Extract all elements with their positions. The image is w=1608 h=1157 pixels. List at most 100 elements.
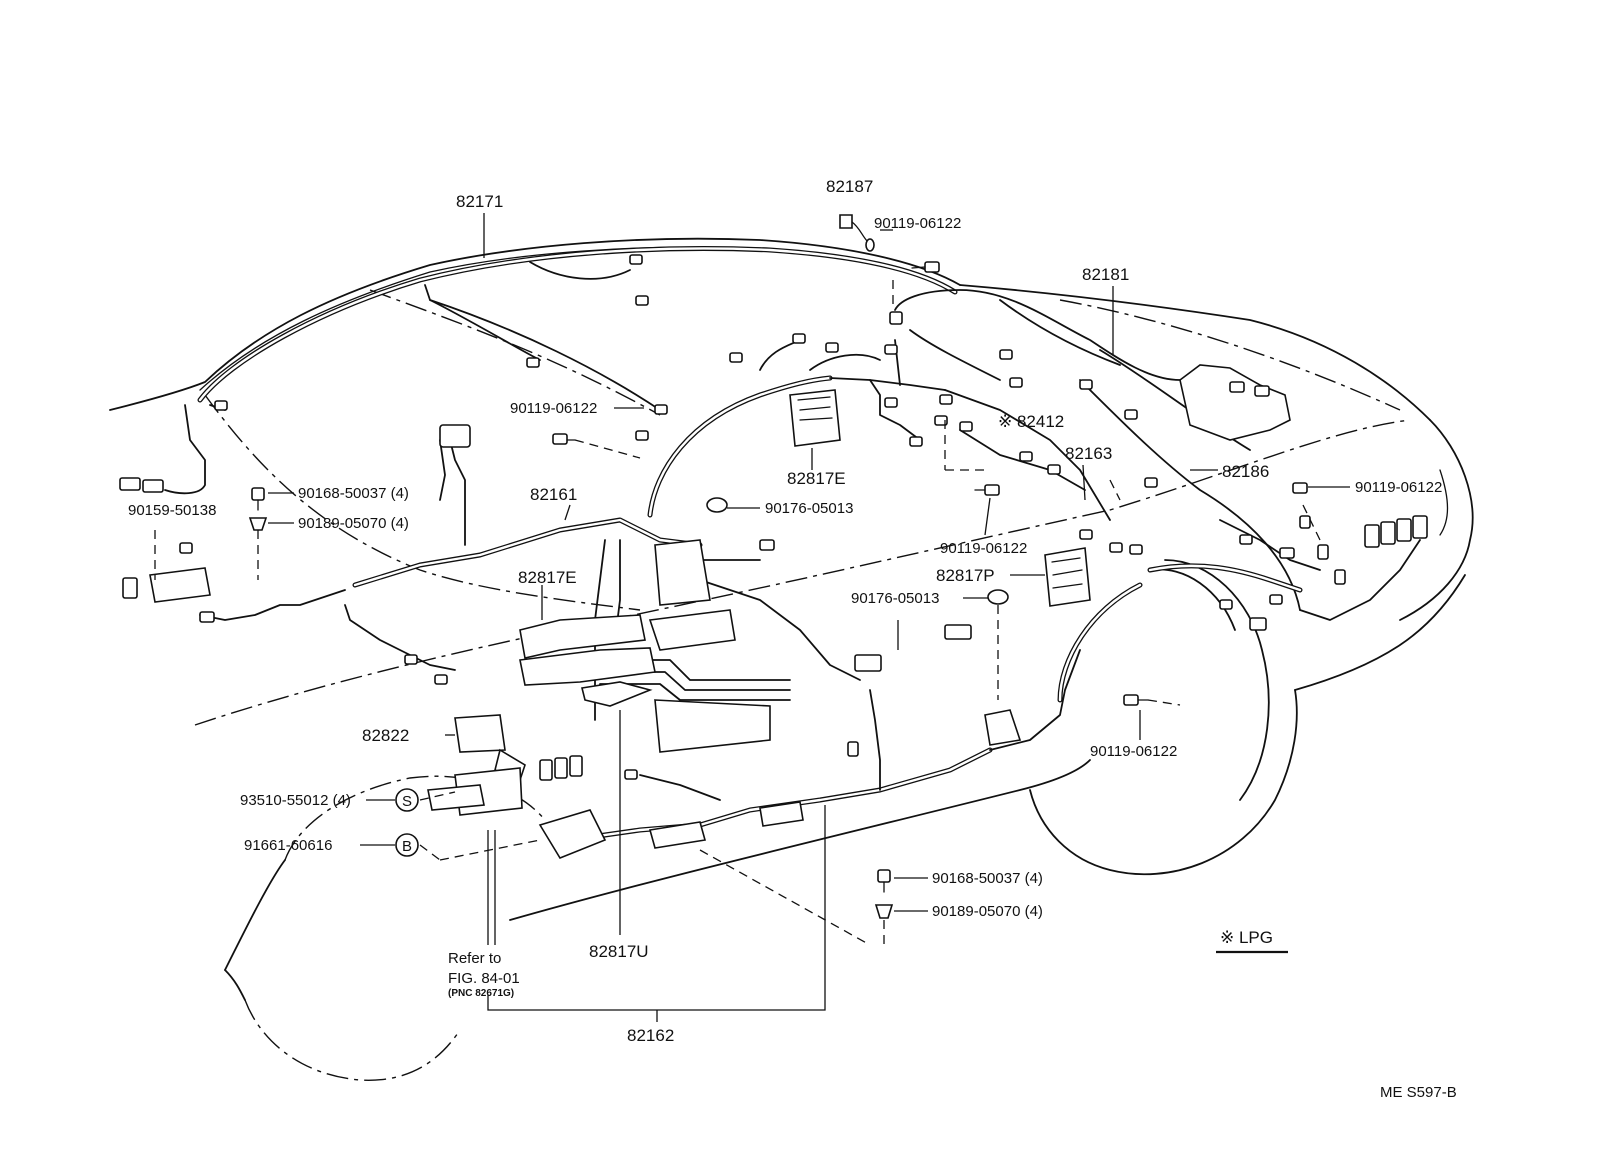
- label-82817e-mid: 82817E: [518, 568, 577, 587]
- connector-icon: [944, 624, 972, 640]
- connector-icon: [825, 342, 839, 353]
- sill-junction: [984, 709, 1022, 746]
- label-90119-top: 90119-06122: [874, 215, 961, 232]
- circle-b-marker: [395, 833, 419, 857]
- connector-icon: [119, 477, 141, 491]
- label-90119-center: 90119-06122: [940, 540, 1027, 557]
- circle-b-label: B: [402, 838, 412, 855]
- clip-icon: [839, 214, 875, 252]
- ecu-82817p: [1044, 547, 1091, 607]
- circle-s-label: S: [402, 793, 412, 810]
- reference-line-3: (PNC 82671G): [448, 988, 514, 999]
- reference-line-2: FIG. 84-01: [448, 970, 520, 987]
- label-90189-bottom: 90189-05070 (4): [932, 903, 1043, 920]
- connector-icon: [1079, 379, 1093, 390]
- connector-icon: [1019, 451, 1033, 462]
- junction-82822: [454, 714, 506, 753]
- label-82171: 82171: [456, 192, 503, 211]
- connector-icon: [635, 430, 649, 441]
- connector-icon: [884, 397, 898, 408]
- connector-icon: [1239, 534, 1253, 545]
- connector-icon: [569, 755, 583, 777]
- connector-icon: [1299, 515, 1311, 529]
- connector-icon: [214, 400, 228, 411]
- label-90119-mid: 90119-06122: [510, 400, 597, 417]
- connector-icon: [729, 352, 743, 363]
- label-82822: 82822: [362, 726, 409, 745]
- label-90176-b: 90176-05013: [851, 590, 939, 607]
- connector-icon: [999, 349, 1013, 360]
- connector-icon: [1144, 477, 1158, 488]
- part-labels: 82171 82187 90119-06122 82181 90119-0612…: [128, 177, 1442, 1045]
- label-90119-right: 90119-06122: [1355, 479, 1442, 496]
- connector-icon: [889, 311, 903, 325]
- reference-note: Refer to FIG. 84-01 (PNC 82671G): [448, 950, 520, 999]
- floor-bracket: [581, 681, 653, 707]
- connector-icon: [1079, 529, 1093, 540]
- bolt-icon: [911, 261, 940, 273]
- connector-icon: [1109, 542, 1123, 553]
- label-91661: 91661-60616: [244, 837, 332, 854]
- console-bracket: [654, 539, 711, 606]
- grommet-icon: [706, 497, 728, 513]
- grommet-icon: [987, 589, 1009, 605]
- label-90168-left: 90168-50037 (4): [298, 485, 409, 502]
- clip-icon: [874, 904, 894, 919]
- trunk-junction-block: [1179, 364, 1291, 441]
- connector-icon: [1124, 409, 1138, 420]
- connector-icon: [1047, 464, 1061, 475]
- connector-icon: [847, 741, 859, 757]
- label-90189-left: 90189-05070 (4): [298, 515, 409, 532]
- connector-icon: [1229, 381, 1245, 393]
- connector-icon: [759, 539, 775, 551]
- connector-icon: [1317, 544, 1329, 560]
- connector-icon: [934, 415, 948, 426]
- connector-icon: [1269, 594, 1283, 605]
- bolt-icon: [552, 433, 576, 445]
- connector-icon: [554, 757, 568, 779]
- label-82163: 82163: [1065, 444, 1112, 463]
- components: [119, 214, 1428, 919]
- diagram-id: ME S597-B: [1380, 1084, 1457, 1101]
- label-90168-bottom: 90168-50037 (4): [932, 870, 1043, 887]
- floor-connector-tray: [519, 647, 656, 686]
- label-82412: ※ 82412: [998, 412, 1064, 431]
- label-82181: 82181: [1082, 265, 1129, 284]
- connector-icon: [654, 404, 668, 415]
- kick-panel-connector: [538, 809, 607, 859]
- bolt-icon: [974, 484, 1000, 496]
- connector-icon: [434, 674, 448, 685]
- connector-icon: [199, 611, 215, 623]
- relay-block-left: [149, 567, 211, 603]
- ecu-82817e-upper: [789, 389, 841, 447]
- connector-icon: [1334, 569, 1346, 585]
- label-82186: 82186: [1222, 462, 1269, 481]
- legend: ※ LPG: [1216, 928, 1288, 954]
- car-body-outline: [109, 237, 1474, 1081]
- bolt-icon: [251, 487, 265, 511]
- bolt-icon: [1292, 482, 1308, 494]
- label-82817u: 82817U: [589, 942, 649, 961]
- connector-icon: [439, 424, 471, 448]
- label-90119-wheel: 90119-06122: [1090, 743, 1177, 760]
- connector-icon: [404, 654, 418, 665]
- ecu-82817e-lower: [519, 614, 646, 659]
- label-82817p: 82817P: [936, 566, 995, 585]
- connector-icon: [142, 479, 164, 493]
- leader-lines: [154, 213, 1350, 1022]
- connector-icon: [1249, 617, 1267, 631]
- connector-icon: [539, 759, 553, 781]
- connector-icon: [1009, 377, 1023, 388]
- connector-icon: [1219, 599, 1233, 610]
- label-90176-a: 90176-05013: [765, 500, 853, 517]
- label-93510: 93510-55012 (4): [240, 792, 351, 809]
- legend-lpg: ※ LPG: [1220, 928, 1273, 947]
- connector-icon: [1254, 385, 1270, 397]
- connector-icon: [939, 394, 953, 405]
- bolt-icon: [179, 542, 193, 554]
- label-82187: 82187: [826, 177, 873, 196]
- clip-icon: [248, 517, 268, 531]
- reference-line-1: Refer to: [448, 950, 501, 967]
- multi-connector-icon: [1364, 515, 1428, 548]
